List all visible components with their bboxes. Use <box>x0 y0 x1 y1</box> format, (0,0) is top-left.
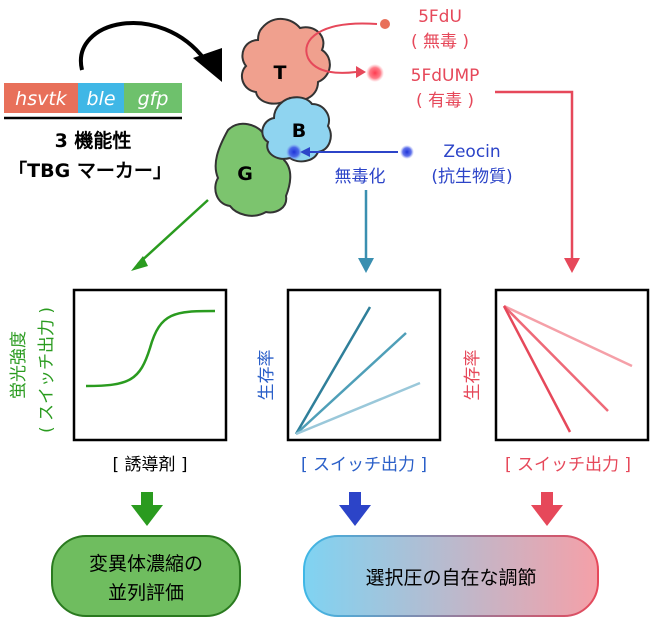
gene-label-ble: ble <box>86 88 115 110</box>
fdump-label: 5FdUMP <box>411 66 480 86</box>
plot-survival-5fdu-xlabel: [ スイッチ出力 ] <box>505 455 631 475</box>
plot-fluorescence-xlabel: [ 誘導剤 ] <box>112 455 187 475</box>
fdu-dot <box>380 19 390 29</box>
plot-survival-5fdu-line-2 <box>503 305 609 412</box>
expression-arrow-head <box>193 48 222 82</box>
plot-survival-zeocin-xlabel: [ スイッチ出力 ] <box>301 455 427 475</box>
plot-fluorescence-curve <box>85 309 216 388</box>
plot-fluorescence: 蛍光強度 ( スイッチ出力 ) [ 誘導剤 ] <box>9 288 228 475</box>
domain-label-b: B <box>292 120 306 142</box>
down-arrow-blue <box>339 492 371 526</box>
gene-label-hsvtk: hsvtk <box>15 88 68 110</box>
plot-survival-zeocin-line-2 <box>295 332 407 435</box>
gene-construct: hsvtk ble gfp 3 機能性 「TBG マーカー」 <box>4 83 182 182</box>
zeocin-bound-dot <box>286 144 302 160</box>
domain-label-g: G <box>237 163 253 185</box>
fdump-note: ( 有毒 ) <box>416 91 474 111</box>
marker-caption-line2: 「TBG マーカー」 <box>8 159 172 182</box>
phosphorylation-arrow-head <box>356 66 366 78</box>
toxicity-path <box>495 90 574 262</box>
outcome-selection-pressure: 選択圧の自在な調節 <box>303 535 599 617</box>
detox-label: 無毒化 <box>335 167 386 187</box>
zeocin-note: (抗生物質) <box>431 167 512 187</box>
outcome-right-label: 選択圧の自在な調節 <box>365 567 536 589</box>
fdu-label: 5FdU <box>418 7 462 27</box>
plot-survival-5fdu-ylabel: 生存率 <box>463 350 483 401</box>
expression-arrow <box>78 21 207 71</box>
outcome-left-line1: 変異体濃縮の <box>89 553 203 575</box>
fluorescence-arrow-head <box>131 256 148 271</box>
plot-survival-zeocin-ylabel: 生存率 <box>257 350 277 401</box>
plot-survival-zeocin-frame <box>286 288 442 442</box>
plot-survival-5fdu-line-3 <box>502 305 572 433</box>
plot-fluorescence-ylabel-2: ( スイッチ出力 ) <box>37 307 57 433</box>
phosphorylation-arrow <box>305 22 378 74</box>
protein-domain-b <box>261 96 332 163</box>
gene-segment-gfp <box>124 83 182 113</box>
gene-label-gfp: gfp <box>138 88 169 110</box>
detox-arrow-head <box>358 258 374 273</box>
marker-caption-line1: 3 機能性 <box>55 129 132 152</box>
zeocin-dot <box>400 145 414 159</box>
down-arrow-red <box>531 492 563 526</box>
outcome-parallel-evaluation: 変異体濃縮の 並列評価 <box>51 535 241 617</box>
fdump-dot <box>366 64 384 82</box>
domain-label-t: T <box>274 62 287 84</box>
fluorescence-path <box>137 199 209 265</box>
plot-fluorescence-frame <box>72 288 228 442</box>
plot-fluorescence-ylabel-1: 蛍光強度 <box>9 331 29 399</box>
down-arrow-green <box>131 492 163 526</box>
gene-segment-hsvtk <box>4 83 78 113</box>
outcome-left-line2: 並列評価 <box>108 582 184 604</box>
zeocin-label: Zeocin <box>443 142 500 162</box>
plot-survival-5fdu-line-1 <box>503 304 633 368</box>
plot-survival-zeocin: 生存率 [ スイッチ出力 ] <box>257 288 442 475</box>
plot-survival-zeocin-line-3 <box>295 381 421 436</box>
zeocin-binding-arrow-head <box>300 147 310 157</box>
toxicity-arrow-head <box>564 258 580 273</box>
plot-survival-5fdu: 生存率 [ スイッチ出力 ] <box>463 288 650 475</box>
gene-segment-ble <box>78 83 124 113</box>
plot-survival-zeocin-line-1 <box>294 306 372 435</box>
fdu-note: ( 無毒 ) <box>411 32 469 52</box>
